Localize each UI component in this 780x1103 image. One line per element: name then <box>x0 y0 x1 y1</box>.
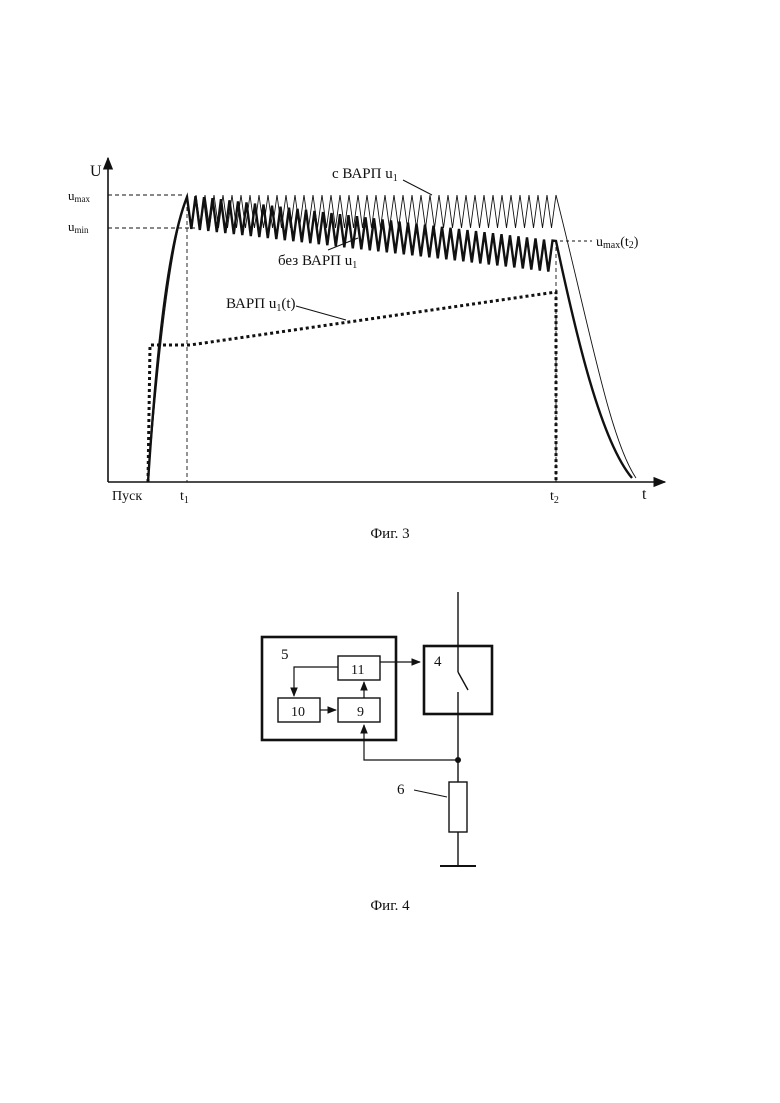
block-5-label: 5 <box>281 647 289 663</box>
without-varp-label: без ВАРП u1 <box>278 253 357 271</box>
block-10-label: 10 <box>291 705 305 720</box>
resistor-6-label: 6 <box>397 782 405 798</box>
without-varp-curve <box>148 196 632 482</box>
link-11-to-10 <box>294 667 338 696</box>
start-tick-label: Пуск <box>112 489 142 504</box>
t1-tick-label: t1 <box>180 489 189 506</box>
figure-4-block-diagram: 5 11 10 9 4 6 <box>262 592 492 866</box>
t2-tick-label: t2 <box>550 489 559 506</box>
umax-label: umax <box>68 188 90 204</box>
varp-label: ВАРП u1(t) <box>226 296 296 314</box>
with-varp-label: с ВАРП u1 <box>332 166 398 184</box>
figure-4-caption: Фиг. 4 <box>0 898 780 915</box>
umin-label: umin <box>68 219 89 235</box>
with-varp-curve <box>148 195 636 482</box>
feedback-to-9 <box>364 725 458 760</box>
block-9-label: 9 <box>357 705 364 720</box>
umax-t2-label: umax(t2) <box>596 235 639 251</box>
resistor-6 <box>449 782 467 832</box>
figure-3-caption: Фиг. 3 <box>0 526 780 543</box>
block-4-label: 4 <box>434 654 442 670</box>
with-varp-leader <box>403 180 432 195</box>
varp-leader <box>296 306 346 320</box>
block-11-label: 11 <box>351 663 364 678</box>
varp-control-curve <box>148 292 556 482</box>
resistor-6-leader <box>414 790 447 797</box>
figure-3-chart: U t umax umin с ВАРП u1 без ВАРП u1 ВАРП… <box>68 158 665 506</box>
y-axis-label: U <box>90 163 102 180</box>
switch-contact <box>458 672 468 690</box>
x-axis-label: t <box>642 486 647 503</box>
